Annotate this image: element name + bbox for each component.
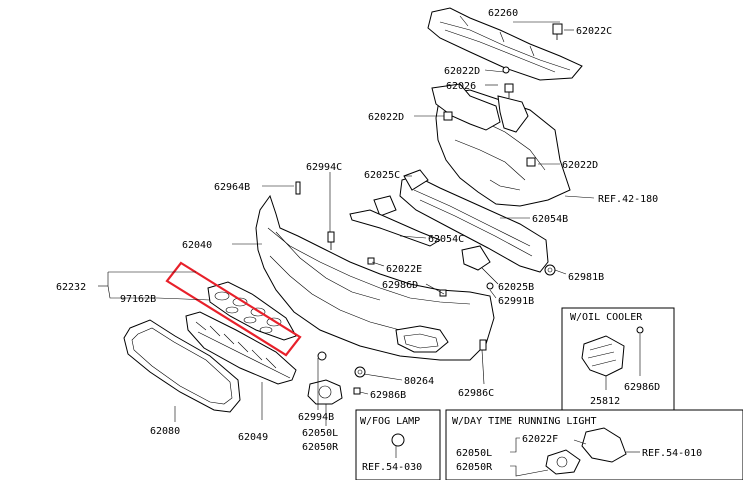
callout-62080: 62080 [150,426,180,437]
callout-62025B: 62025B [498,282,534,293]
callout-62260: 62260 [488,8,518,19]
day-light-part-62050R: 62050R [456,462,493,473]
bracket-62025B [461,245,491,271]
callout-62981B: 62981B [568,272,604,283]
callout-62986B: 62986B [370,390,406,401]
lower-grille [185,311,297,385]
clip-62994B [317,351,327,361]
callout-62994C: 62994C [306,162,342,173]
callout-62964B: 62964B [214,182,250,193]
clip-62022E [367,257,375,265]
callout-62050L: 62050L [302,428,338,439]
callout-62022D-c: 62022D [562,160,598,171]
bracket-62025C [373,195,397,217]
clip-62986D [439,289,447,297]
callout-62054C: 62054C [428,234,464,245]
callout-62040: 62040 [182,240,212,251]
day-light-part-62022F: 62022F [522,434,558,445]
clip-62022D-top [504,83,514,98]
callout-97162B: 97162B [120,294,156,305]
clip-62986B [353,387,361,395]
callout-62994B: 62994B [298,412,334,423]
callout-80264: 80264 [404,376,434,387]
callout-ref-42-180: REF.42-180 [598,194,658,205]
radiator-support-bracket [431,83,529,133]
callout-62026: 62026 [446,81,476,92]
fog-lamp-inset [355,409,441,481]
oil-cooler-part-62986D: 62986D [624,382,660,393]
callout-62022E: 62022E [386,264,422,275]
grille-frame [123,319,241,413]
part-80264 [354,366,366,378]
bolt-62981B [544,264,556,276]
callout-62054B: 62054B [532,214,568,225]
fog-lamp-bezel-62050 [307,379,343,405]
callout-62050R: 62050R [302,442,339,453]
callout-62991B: 62991B [498,296,534,307]
fog-lamp-ref: REF.54-030 [362,462,422,473]
radiator-support-upper-cover [427,7,583,81]
clip-62026 [502,66,510,74]
clip-62022C [552,23,563,40]
callout-62022C: 62022C [576,26,612,37]
bumper-reinforcement-62054C [349,209,442,247]
oil-cooler-inset [561,307,675,411]
day-light-part-62050L: 62050L [456,448,492,459]
upper-grille [207,281,297,341]
callout-62025C: 62025C [364,170,400,181]
day-light-inset [445,409,743,481]
clip-62991B [486,282,494,290]
day-light-ref: REF.54-010 [642,448,702,459]
clip-62964B [295,181,301,195]
clip-62022D-right [526,157,536,167]
grille-highlight-box [165,261,302,357]
callout-62022D-a: 62022D [444,66,480,77]
oil-cooler-title: W/OIL COOLER [570,312,643,323]
clip-62986C [479,339,487,351]
callout-62049: 62049 [238,432,268,443]
day-light-title: W/DAY TIME RUNNING LIGHT [452,416,597,427]
clip-62022D-left [443,111,453,121]
callout-62232: 62232 [56,282,86,293]
oil-cooler-part-25812: 25812 [590,396,620,407]
callout-62986C: 62986C [458,388,494,399]
fog-lamp-title: W/FOG LAMP [360,416,420,427]
callout-62986D: 62986D [382,280,418,291]
clip-62994C [327,231,335,250]
callout-62022D-b: 62022D [368,112,404,123]
bumper-beam [399,169,549,273]
